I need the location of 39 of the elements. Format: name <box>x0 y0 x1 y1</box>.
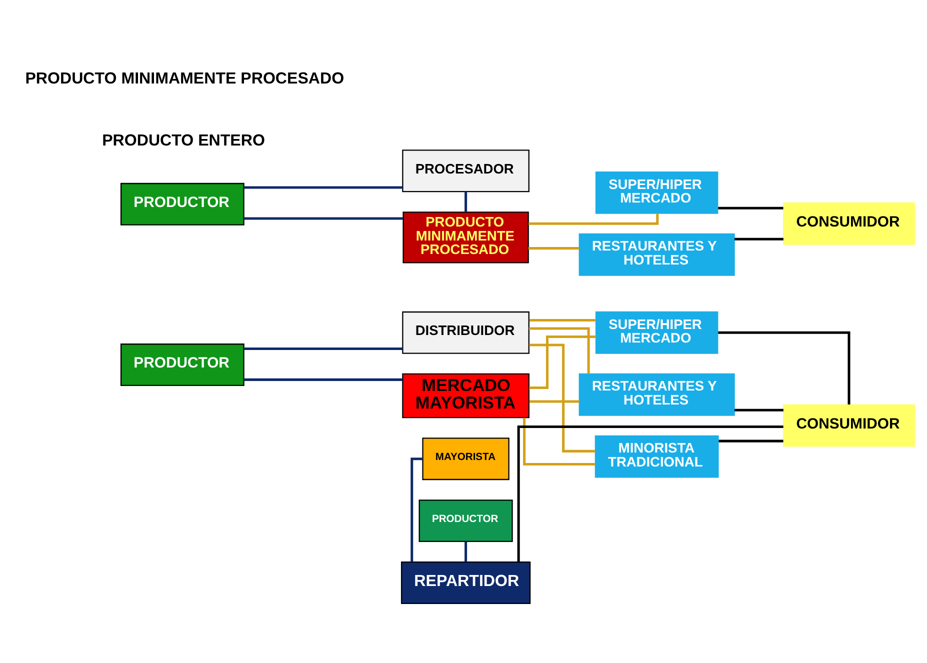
connector <box>244 347 402 350</box>
connector <box>529 400 580 403</box>
connector <box>718 206 784 210</box>
connector <box>517 425 784 562</box>
connector <box>528 247 580 250</box>
connector <box>464 192 468 212</box>
connector <box>734 408 784 412</box>
connector <box>529 344 595 452</box>
node-box: MINORISTA TRADICIONAL <box>594 435 719 478</box>
connector <box>244 378 402 381</box>
connector <box>464 542 468 562</box>
label: PRODUCTO MINIMAMENTE PROCESADO <box>25 69 344 88</box>
node-box: DISTRIBUIDOR <box>402 311 530 354</box>
connector <box>529 336 596 389</box>
connector <box>529 319 596 322</box>
node-box: RESTAURANTES Y HOTELES <box>578 233 735 276</box>
connector <box>718 440 784 442</box>
node-box: MAYORISTA <box>422 438 510 480</box>
label: PRODUCTO ENTERO <box>102 131 265 150</box>
connector <box>523 418 596 466</box>
node-box: PRODUCTOR <box>120 344 244 386</box>
connector <box>244 186 402 189</box>
node-box: RESTAURANTES Y HOTELES <box>578 373 735 416</box>
node-box: SUPER/HIPER MERCADO <box>595 171 718 214</box>
connector <box>528 214 659 225</box>
node-box: REPARTIDOR <box>400 562 531 604</box>
node-box: CONSUMIDOR <box>783 404 915 447</box>
connector <box>718 331 850 404</box>
connector <box>734 238 784 240</box>
connector <box>528 327 590 374</box>
node-box: MERCADO MAYORISTA <box>402 373 530 418</box>
node-box: PRODUCTOR <box>418 500 513 542</box>
connector <box>244 217 403 220</box>
node-box: PRODUCTOR <box>120 182 244 226</box>
node-box: PROCESADOR <box>402 150 530 192</box>
node-box: CONSUMIDOR <box>783 202 915 245</box>
node-box: PRODUCTO MINIMAMENTE PROCESADO <box>402 212 529 264</box>
connector <box>410 458 422 562</box>
node-box: SUPER/HIPER MERCADO <box>595 311 718 354</box>
